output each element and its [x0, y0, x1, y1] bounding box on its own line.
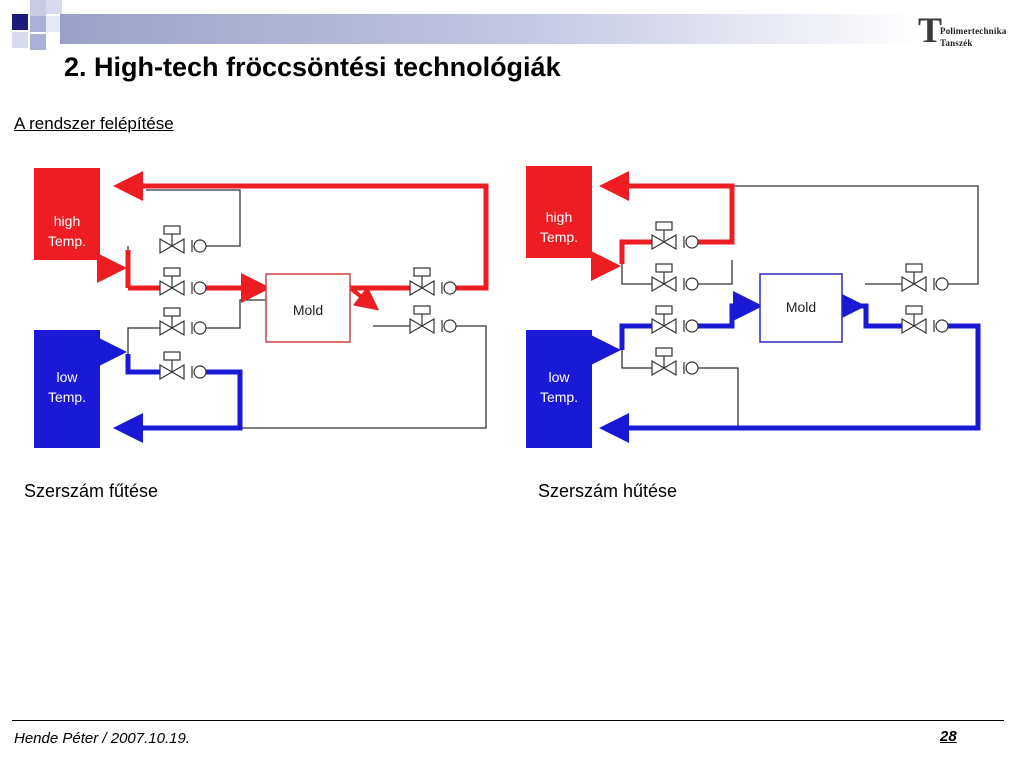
tank-low-label-2: Temp.: [48, 389, 86, 405]
tank-high-label-1: high: [546, 209, 572, 225]
caption-cooling: Szerszám hűtése: [538, 481, 678, 501]
logo-line2: Tanszék: [940, 38, 973, 48]
footer-author-date: Hende Péter / 2007.10.19.: [14, 730, 190, 747]
logo-line1: Polimertechnika: [940, 26, 1007, 36]
logo-mark: T: [918, 10, 943, 50]
tank-low-label-1: low: [56, 369, 78, 385]
page-number: 28: [940, 728, 957, 745]
tank-high-temp: [34, 168, 100, 260]
department-logo: T Polimertechnika Tanszék: [918, 10, 1018, 52]
tank-high-label-1: high: [54, 213, 80, 229]
diagram-cooling: high Temp. low Temp. Mold: [526, 166, 981, 448]
mold-label: Mold: [293, 302, 323, 318]
title-bar-decoration: [60, 14, 920, 44]
mold-box: [265, 273, 351, 343]
footer-divider: [12, 720, 1004, 721]
tank-high-label-2: Temp.: [540, 229, 578, 245]
section-subtitle: A rendszer felépítése: [14, 114, 174, 133]
diagram-heating: high Temp. low Temp. Mold: [34, 168, 489, 448]
hot-flow-path: [591, 171, 735, 281]
mold-label: Mold: [786, 299, 816, 315]
valve-group: [651, 221, 949, 377]
tank-low-temp: [34, 330, 100, 448]
valve-group: [159, 225, 457, 381]
tank-low-temp: [526, 330, 592, 448]
cold-flow-path: [97, 337, 243, 443]
caption-heating: Szerszám fűtése: [24, 481, 159, 501]
mold-box: [759, 273, 843, 343]
tank-low-label-2: Temp.: [540, 389, 578, 405]
tank-low-label-1: low: [548, 369, 570, 385]
tank-high-label-2: Temp.: [48, 233, 86, 249]
tank-high-temp: [526, 166, 592, 258]
decorative-squares: [12, 0, 62, 50]
cold-flow-path: [591, 291, 981, 443]
hot-flow-path: [97, 171, 489, 311]
page-title: 2. High-tech fröccsöntési technológiák: [64, 52, 561, 82]
